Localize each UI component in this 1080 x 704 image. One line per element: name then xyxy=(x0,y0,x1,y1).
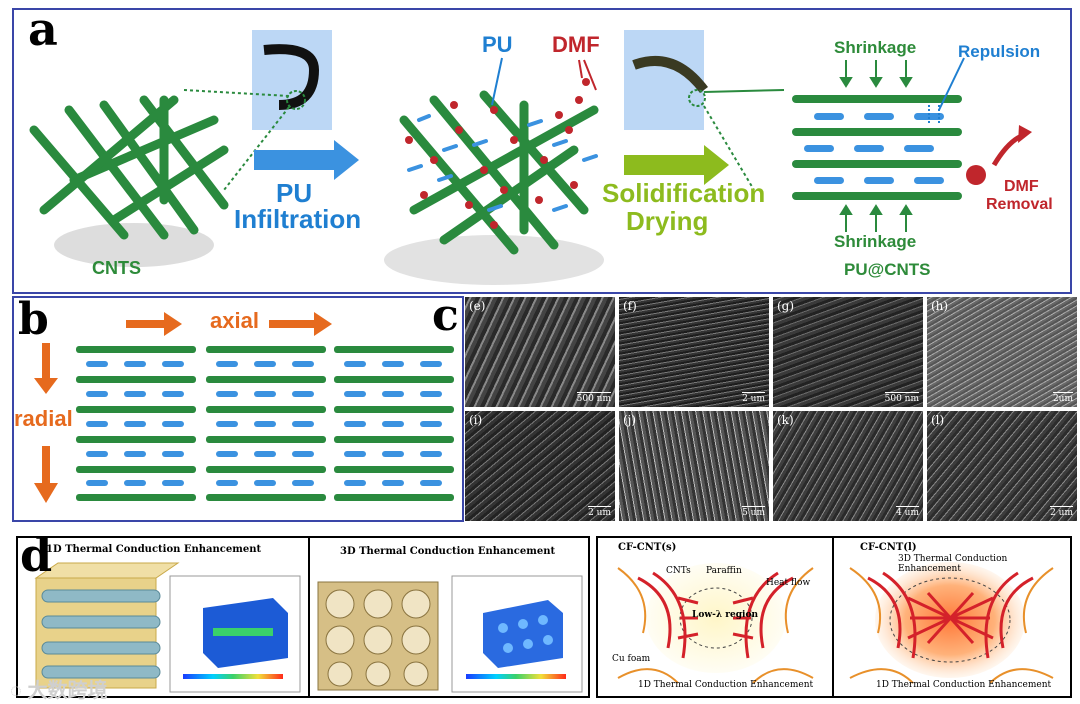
heat-flow-callout: Heat flow xyxy=(766,578,811,588)
radial-label: radial xyxy=(14,406,73,431)
sem-image-j: (j)5 um xyxy=(618,410,770,522)
low-k-region: Low-λ region xyxy=(692,610,758,620)
title-1d: 1D Thermal Conduction Enhancement xyxy=(46,544,262,555)
pu-label: PU xyxy=(482,32,513,57)
panel-c: c (e)500 nm (f)2 um (g)500 nm (h)2um (i)… xyxy=(432,290,1078,522)
dmf-removal-label-1: DMF xyxy=(1004,178,1039,195)
panel-a-graphics xyxy=(29,30,1032,285)
sem-image-i: (i)2 um xyxy=(464,410,616,522)
cf-cnt-s-caption: 1D Thermal Conduction Enhancement xyxy=(638,680,814,690)
title-3d: 3D Thermal Conduction Enhancement xyxy=(340,546,556,557)
infiltration-label-2: Infiltration xyxy=(234,204,362,234)
paraffin-callout: Paraffin xyxy=(706,566,742,576)
sem-image-g: (g)500 nm xyxy=(772,296,924,408)
dmf-droplet xyxy=(966,165,986,185)
cu-foam-callout: Cu foam xyxy=(612,654,651,664)
sem-image-h: (h)2um xyxy=(926,296,1078,408)
dmf-removal-label-2: Removal xyxy=(986,196,1053,213)
pu-cnts-label: PU@CNTS xyxy=(844,260,931,279)
panel-c-label: c xyxy=(432,290,459,341)
shrinkage-bottom-label: Shrinkage xyxy=(834,232,917,251)
pu-cnt-layers xyxy=(792,57,965,232)
cnts-callout: CNTs xyxy=(666,566,691,576)
shrinkage-top-label: Shrinkage xyxy=(834,38,917,57)
dmf-dots xyxy=(405,78,590,229)
sem-image-l: (l)2 um xyxy=(926,410,1078,522)
solidification-label-2: Drying xyxy=(626,206,709,236)
cf-cnt-s-title: CF-CNT(s) xyxy=(618,542,677,553)
panel-d-left: 1D Thermal Conduction Enhancement 3D The… xyxy=(16,536,590,698)
solidification-label-1: Solidification xyxy=(602,178,766,208)
dmf-label: DMF xyxy=(552,32,600,57)
panel-a: a CNTS PU Infiltration PU DMF Solidifica… xyxy=(12,2,1072,294)
sem-image-f: (f)2 um xyxy=(618,296,770,408)
watermark: ◌ 大数跨境 xyxy=(10,680,108,702)
panel-d-right: CF-CNT(s) CNTs Paraffin Heat flow Low-λ … xyxy=(596,536,1072,698)
cf-cnt-l-3d-label: 3D Thermal Conduction Enhancement xyxy=(898,554,1008,574)
panel-d-label: d xyxy=(20,528,53,582)
cnts-label: CNTS xyxy=(92,258,141,278)
panel-b: b axial radial xyxy=(12,294,464,522)
repulsion-label: Repulsion xyxy=(958,42,1041,61)
cf-cnt-l-caption: 1D Thermal Conduction Enhancement xyxy=(876,680,1052,690)
panel-a-label: a xyxy=(28,2,58,56)
watermark-logo-icon: ◌ xyxy=(10,680,22,702)
cf-cnt-l-title: CF-CNT(l) xyxy=(860,542,917,553)
panel-d-right-graphics xyxy=(617,562,1054,684)
panel-b-label: b xyxy=(18,294,49,345)
arrow-solidification xyxy=(624,145,729,185)
infiltration-label-1: PU xyxy=(276,178,313,208)
arrow-infiltration xyxy=(254,140,359,180)
panel-d-left-graphics xyxy=(34,562,583,693)
axial-label: axial xyxy=(210,308,259,333)
pu-segments xyxy=(407,114,598,212)
sem-image-e: (e)500 nm xyxy=(464,296,616,408)
cnt-network xyxy=(29,95,229,240)
sem-image-k: (k)4 um xyxy=(772,410,924,522)
panel-b-graphics xyxy=(34,312,454,503)
